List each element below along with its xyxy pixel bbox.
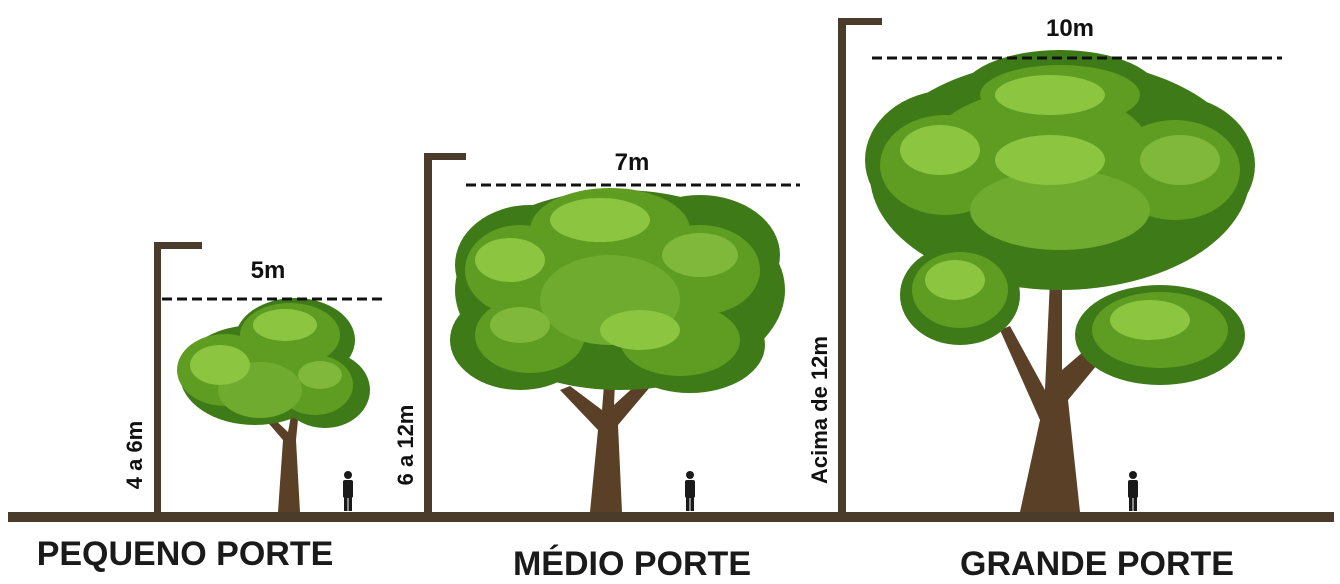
width-label-grande: 10m [1046, 15, 1094, 42]
height-label-medio: 6 a 12m [393, 405, 418, 486]
canopy-pequeno [177, 298, 370, 428]
person-icon [1128, 471, 1138, 511]
tree-pequeno-porte: 5m 4 a 6m PEQUENO PORTE [37, 242, 386, 573]
category-label-medio: MÉDIO PORTE [513, 545, 751, 583]
height-label-pequeno: 4 a 6m [122, 421, 147, 490]
height-label-grande: Acima de 12m [807, 336, 832, 484]
height-pole-grande [838, 18, 882, 517]
trunk-grande [1000, 280, 1126, 512]
tree-grande-porte: 10m Acima de 12m GRANDE PORTE [807, 15, 1282, 583]
height-pole-medio [424, 153, 466, 517]
ground-line [8, 512, 1334, 522]
tree-medio-porte: 7m 6 a 12m MÉDIO PORTE [393, 149, 800, 583]
person-icon [685, 471, 695, 511]
canopy-medio [450, 188, 785, 393]
canopy-grande [865, 50, 1255, 385]
width-label-medio: 7m [615, 149, 650, 176]
trunk-pequeno [264, 400, 300, 512]
height-pole-pequeno [154, 242, 202, 517]
trunk-medio [560, 360, 656, 512]
category-label-grande: GRANDE PORTE [960, 545, 1234, 583]
person-icon [343, 471, 353, 511]
category-label-pequeno: PEQUENO PORTE [37, 535, 334, 573]
width-label-pequeno: 5m [251, 257, 286, 284]
